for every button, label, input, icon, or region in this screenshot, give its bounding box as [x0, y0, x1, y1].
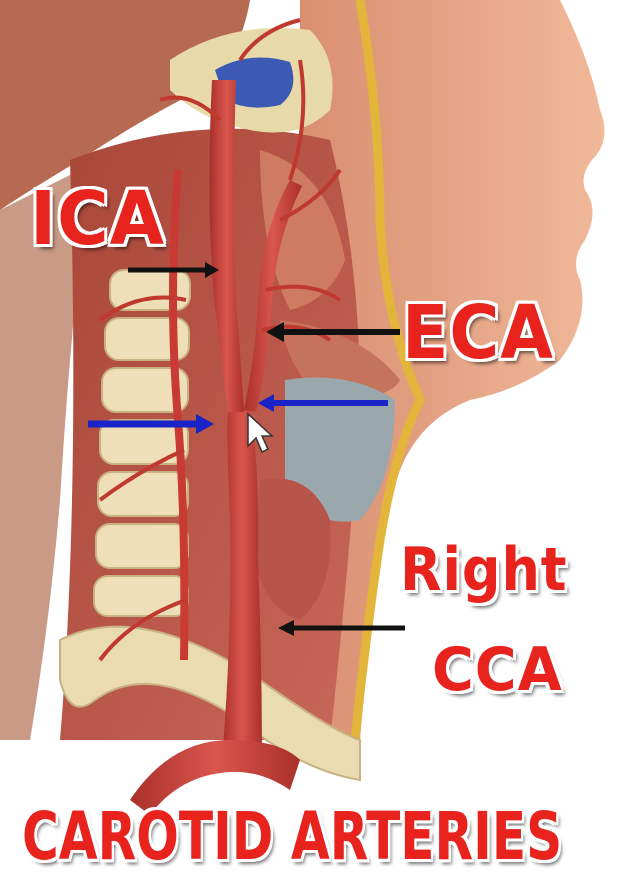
cca-label: CCA — [432, 640, 563, 700]
eca-label: ECA — [402, 296, 554, 370]
right-label: Right — [400, 540, 568, 600]
page-title: CAROTID ARTERIES — [22, 804, 562, 870]
ica-label: ICA — [30, 182, 165, 256]
